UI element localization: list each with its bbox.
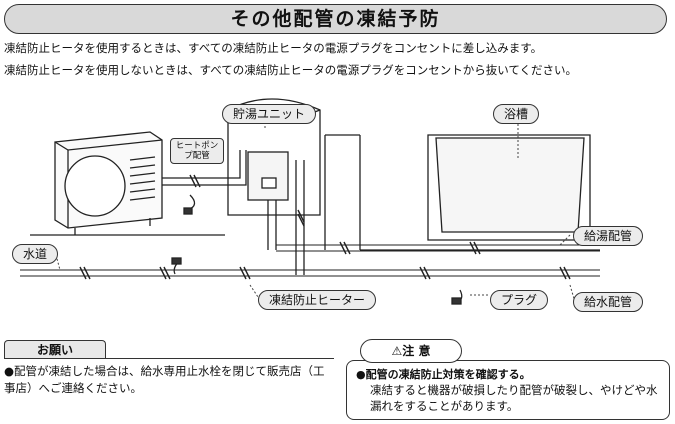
page-title: その他配管の凍結予防 <box>230 8 441 30</box>
caution-tab: ⚠注 意 <box>360 339 462 363</box>
label-heat-pump-piping: ヒートポンプ配管 <box>170 138 224 164</box>
intro-line-1: 凍結防止ヒータを使用するときは、すべての凍結防止ヒータの電源プラグをコンセントに… <box>4 41 543 55</box>
caution-box <box>346 360 670 420</box>
piping-diagram <box>20 98 600 305</box>
label-bathtub: 浴槽 <box>493 104 540 124</box>
caution-heading: ●配管の凍結防止対策を確認する。 <box>356 368 531 381</box>
intro-line-2: 凍結防止ヒータを使用しないときは、すべての凍結防止ヒータの電源プラグをコンセント… <box>4 63 578 77</box>
caution-body: 凍結すると機器が破損したり配管が破裂し、やけどや水漏れをすることがあります。 <box>370 383 658 413</box>
label-hot-water-piping: 給湯配管 <box>573 226 644 246</box>
label-antifreeze-heater: 凍結防止ヒーター <box>258 290 377 310</box>
label-storage-unit: 貯湯ユニット <box>222 104 317 124</box>
label-plug: プラグ <box>490 290 549 310</box>
label-water-main: 水道 <box>12 244 59 264</box>
title-bar: その他配管の凍結予防 <box>4 4 667 34</box>
label-water-supply-piping: 給水配管 <box>573 292 644 312</box>
please-tab: お願い <box>4 340 106 359</box>
please-divider <box>4 358 334 359</box>
heat-pump-unit <box>54 131 163 235</box>
bathtub <box>427 134 591 241</box>
please-text: ●配管が凍結した場合は、給水専用止水栓を閉じて販売店（工事店）へご連絡ください。 <box>4 364 325 395</box>
